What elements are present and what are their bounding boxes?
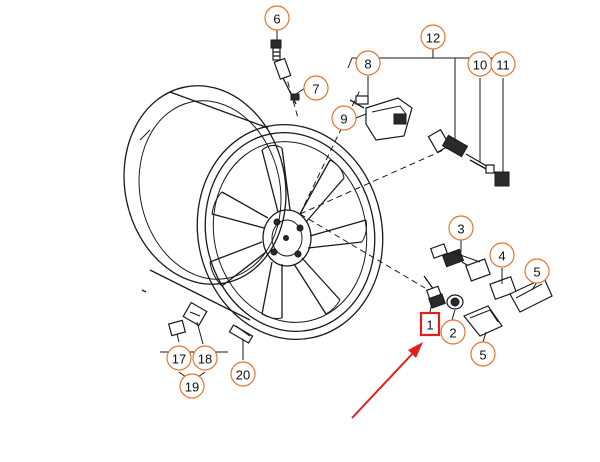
callout-number: 18 (198, 352, 212, 367)
callout-c6: 6 (264, 5, 290, 31)
callout-c4: 4 (489, 242, 515, 268)
callout-number: 10 (473, 58, 487, 73)
callout-marker (355, 50, 381, 76)
callout-number: 6 (273, 12, 280, 27)
anti-theft-bolt (429, 243, 553, 313)
callout-marker (490, 51, 516, 77)
callout-marker (179, 373, 205, 399)
callout-marker (230, 361, 256, 387)
callout-c12: 12 (420, 24, 446, 50)
callout-number: 1 (426, 318, 433, 333)
callout-number: 9 (340, 112, 347, 127)
callout-number: 3 (457, 222, 464, 237)
tpms-sensor (349, 95, 413, 141)
callout-marker (264, 5, 290, 31)
wheel-rim (123, 85, 384, 341)
callout-marker (331, 105, 357, 131)
callout-c7: 7 (303, 75, 329, 101)
callout-number: 17 (172, 352, 186, 367)
callout-marker (524, 258, 550, 284)
wheel-bolt (423, 275, 503, 337)
highlight-arrow (351, 342, 423, 419)
callout-c19: 19 (179, 373, 205, 399)
callout-number: 5 (479, 348, 486, 363)
callout-marker (440, 319, 466, 345)
callout-marker (303, 75, 329, 101)
callout-c1: 1 (419, 311, 441, 337)
tire-valve (270, 39, 300, 105)
callout-number: 19 (185, 380, 199, 395)
callout-marker (192, 345, 218, 371)
callout-c10: 10 (467, 51, 493, 77)
callout-c5a: 5 (524, 258, 550, 284)
callout-c3: 3 (448, 215, 474, 241)
callout-c17: 17 (166, 345, 192, 371)
callout-number: 2 (449, 326, 456, 341)
callout-c20: 20 (230, 361, 256, 387)
callout-marker (419, 311, 441, 337)
callout-marker (166, 345, 192, 371)
callout-c11: 11 (490, 51, 516, 77)
callout-number: 11 (496, 58, 510, 73)
callout-number: 4 (498, 249, 505, 264)
callout-c18: 18 (192, 345, 218, 371)
callout-marker (420, 24, 446, 50)
callout-marker (470, 341, 496, 367)
balance-weights (141, 289, 254, 344)
callout-c8: 8 (355, 50, 381, 76)
callout-c2: 2 (440, 319, 466, 345)
callout-marker (489, 242, 515, 268)
callout-number: 5 (533, 265, 540, 280)
callout-c5b: 5 (470, 341, 496, 367)
callout-number: 20 (236, 368, 250, 383)
sensor-valve-stem (427, 128, 510, 187)
callout-marker (448, 215, 474, 241)
callout-number: 12 (426, 31, 440, 46)
wheel-spokes (209, 144, 367, 319)
callout-number: 8 (364, 57, 371, 72)
callout-c9: 9 (331, 105, 357, 131)
callout-number: 7 (312, 82, 319, 97)
wheel-hub (262, 209, 312, 267)
